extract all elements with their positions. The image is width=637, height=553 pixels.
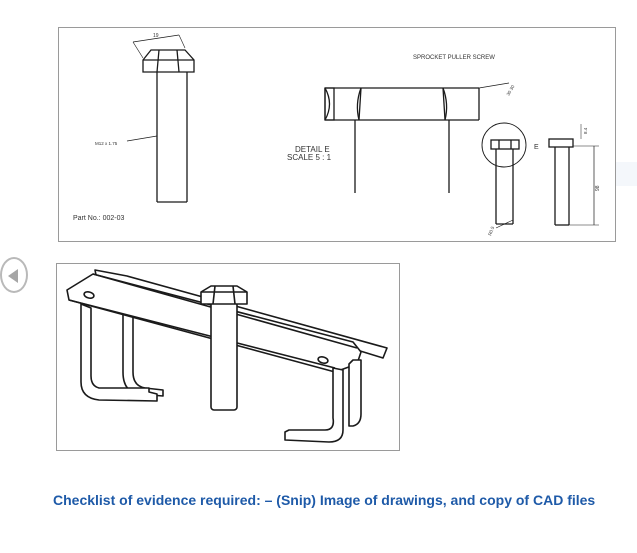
puller-isometric-drawing <box>66 269 388 443</box>
bolt-drawing-sheet: SPROCKET PULLER SCREW DETAIL E SCALE 5 :… <box>58 27 616 242</box>
detail-label: DETAIL E <box>295 145 330 154</box>
scale-label: SCALE 5 : 1 <box>287 153 332 162</box>
length-dim: 98 <box>595 185 601 191</box>
chamfer-dim: 30 30 <box>506 84 516 97</box>
thread-callout: M12 x 1.75 <box>95 141 118 146</box>
head-width-dim: 19 <box>153 33 159 39</box>
evidence-caption: Checklist of evidence required: – (Snip)… <box>53 492 596 508</box>
triangle-left-icon <box>8 269 18 283</box>
part-number: Part No.: 002-03 <box>73 215 124 222</box>
detail-marker: E <box>534 144 539 151</box>
tip-dim: R0.5 <box>487 225 495 236</box>
head-height-dim: 8.4 <box>583 127 588 134</box>
bolt-drawing: SPROCKET PULLER SCREW DETAIL E SCALE 5 :… <box>73 33 601 236</box>
drawing-title: SPROCKET PULLER SCREW <box>413 55 495 61</box>
previous-slide-button[interactable] <box>0 257 28 293</box>
puller-isometric-view <box>56 263 400 451</box>
